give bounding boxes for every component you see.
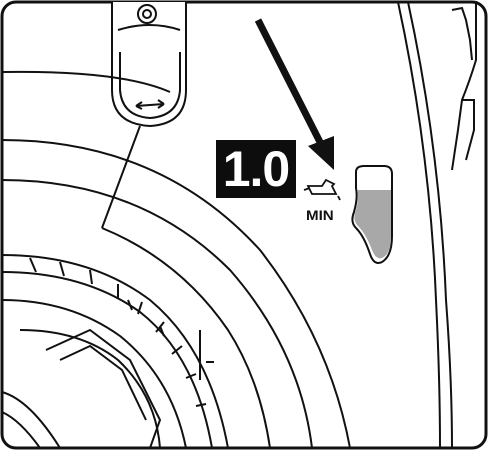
- oil-can-icon: [303, 178, 341, 201]
- oil-fill-level: [354, 190, 391, 259]
- housing-panel: [397, 1, 477, 449]
- pointer-arrow: [254, 18, 334, 170]
- pulley-assembly: [1, 254, 229, 449]
- oil-level-window: [351, 165, 393, 264]
- dipstick-tube: [101, 125, 141, 229]
- step-number: 1.0: [222, 141, 291, 197]
- dipstick-handle: [111, 2, 187, 128]
- oil-min-label: MIN: [306, 207, 334, 223]
- shroud-arcs: [1, 70, 351, 449]
- step-number-badge: 1.0: [216, 140, 296, 198]
